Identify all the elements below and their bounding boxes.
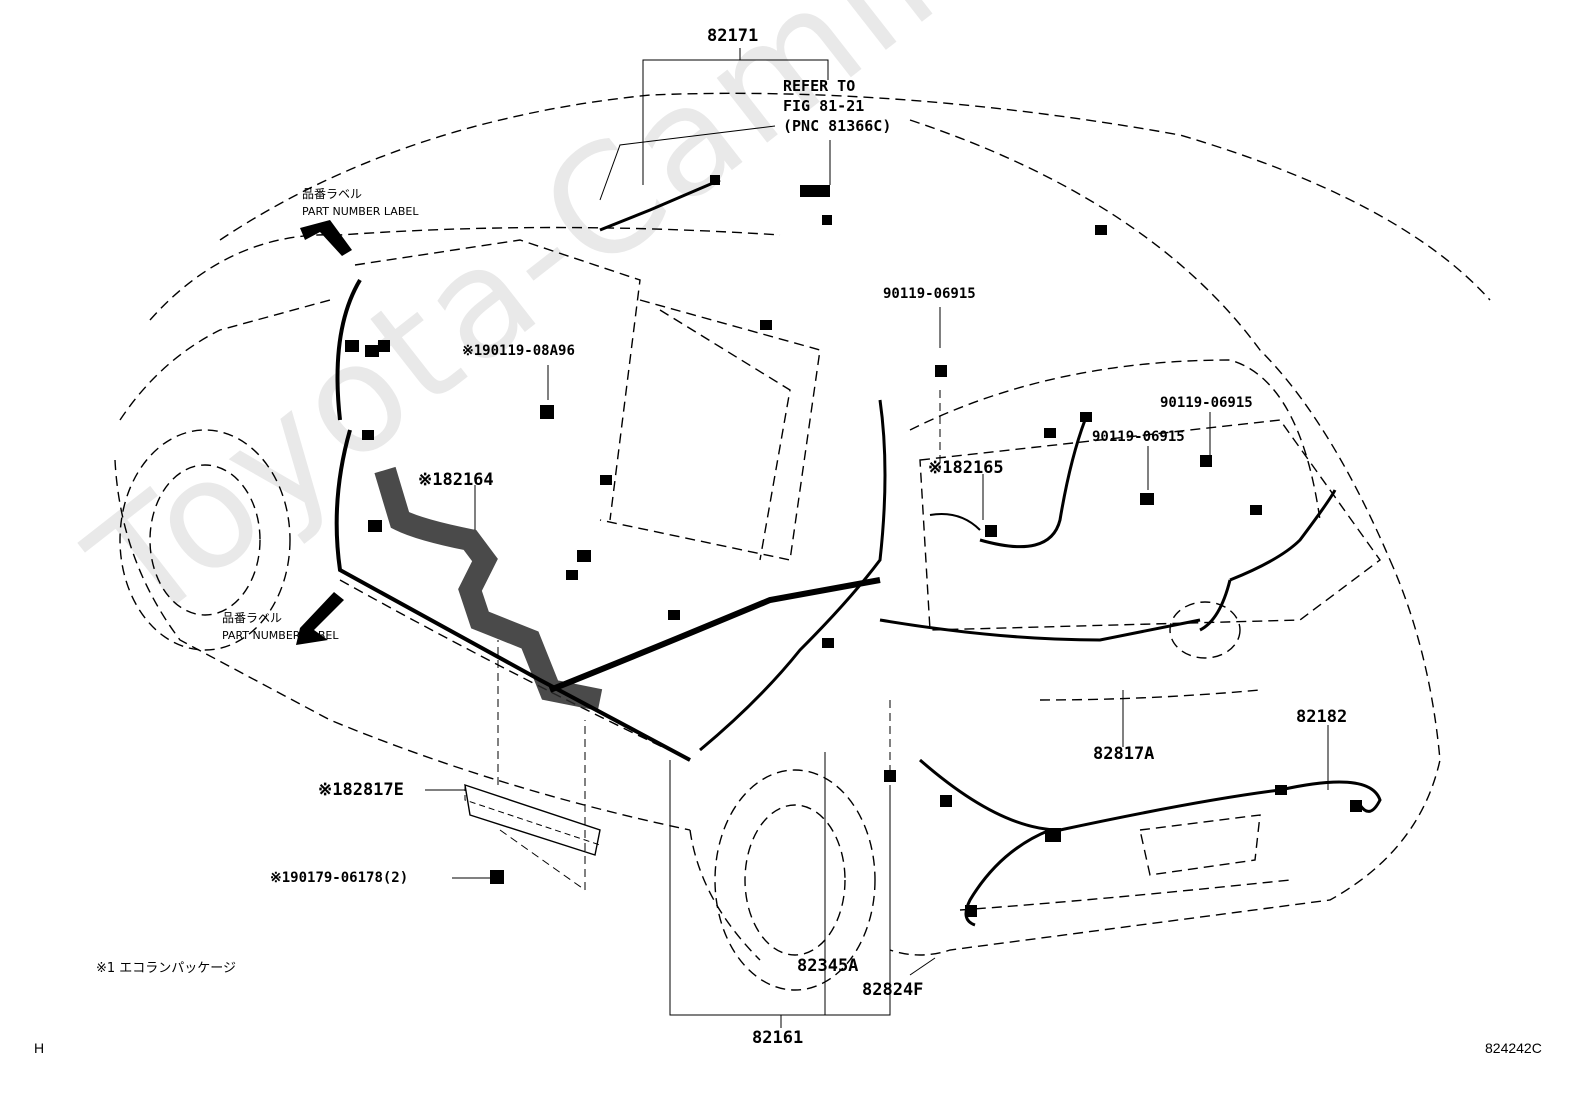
part-label-90119-06915-right: 90119-06915 — [1160, 395, 1253, 411]
refer-to-note: REFER TO FIG 81-21 (PNC 81366C) — [783, 77, 892, 135]
part-label-82817E: ※182817E — [318, 780, 404, 800]
part-number-label-top-jp: 品番ラベル — [302, 187, 363, 201]
ground-bracket-82817E — [464, 783, 601, 856]
part-label-82345A: 82345A — [797, 956, 859, 976]
part-label-82817A: 82817A — [1093, 744, 1155, 764]
leader-lines — [425, 48, 1329, 1028]
part-label-82824F: 82824F — [862, 980, 924, 1000]
figure-number: 824242C — [1485, 1040, 1542, 1056]
part-number-label-arrows — [296, 220, 352, 645]
part-number-label-top-en: PART NUMBER LABEL — [302, 205, 419, 218]
part-label-82161: 82161 — [752, 1028, 804, 1048]
part-label-82164: ※182164 — [418, 470, 494, 490]
part-label-82165: ※182165 — [928, 458, 1004, 478]
part-label-82182: 82182 — [1296, 707, 1348, 727]
part-label-90119-08A96: ※190119-08A96 — [462, 343, 575, 359]
part-number-label-bottom-en: PART NUMBER LABEL — [222, 629, 339, 642]
part-number-label-bottom-jp: 品番ラベル — [222, 611, 283, 625]
part-label-90119-06915-top: 90119-06915 — [883, 286, 976, 302]
corner-code-left: H — [34, 1040, 45, 1056]
part-label-82171: 82171 — [707, 26, 759, 46]
car-body-outline — [114, 92, 1491, 991]
connectors — [345, 175, 1362, 917]
wiring-harness — [334, 178, 1382, 927]
footnote-ecorun-package: ※1 エコランパッケージ — [96, 961, 237, 976]
part-label-90179-06178: ※190179-06178(2) — [270, 870, 409, 886]
part-label-90119-06915-middle: 90119-06915 — [1092, 429, 1185, 445]
